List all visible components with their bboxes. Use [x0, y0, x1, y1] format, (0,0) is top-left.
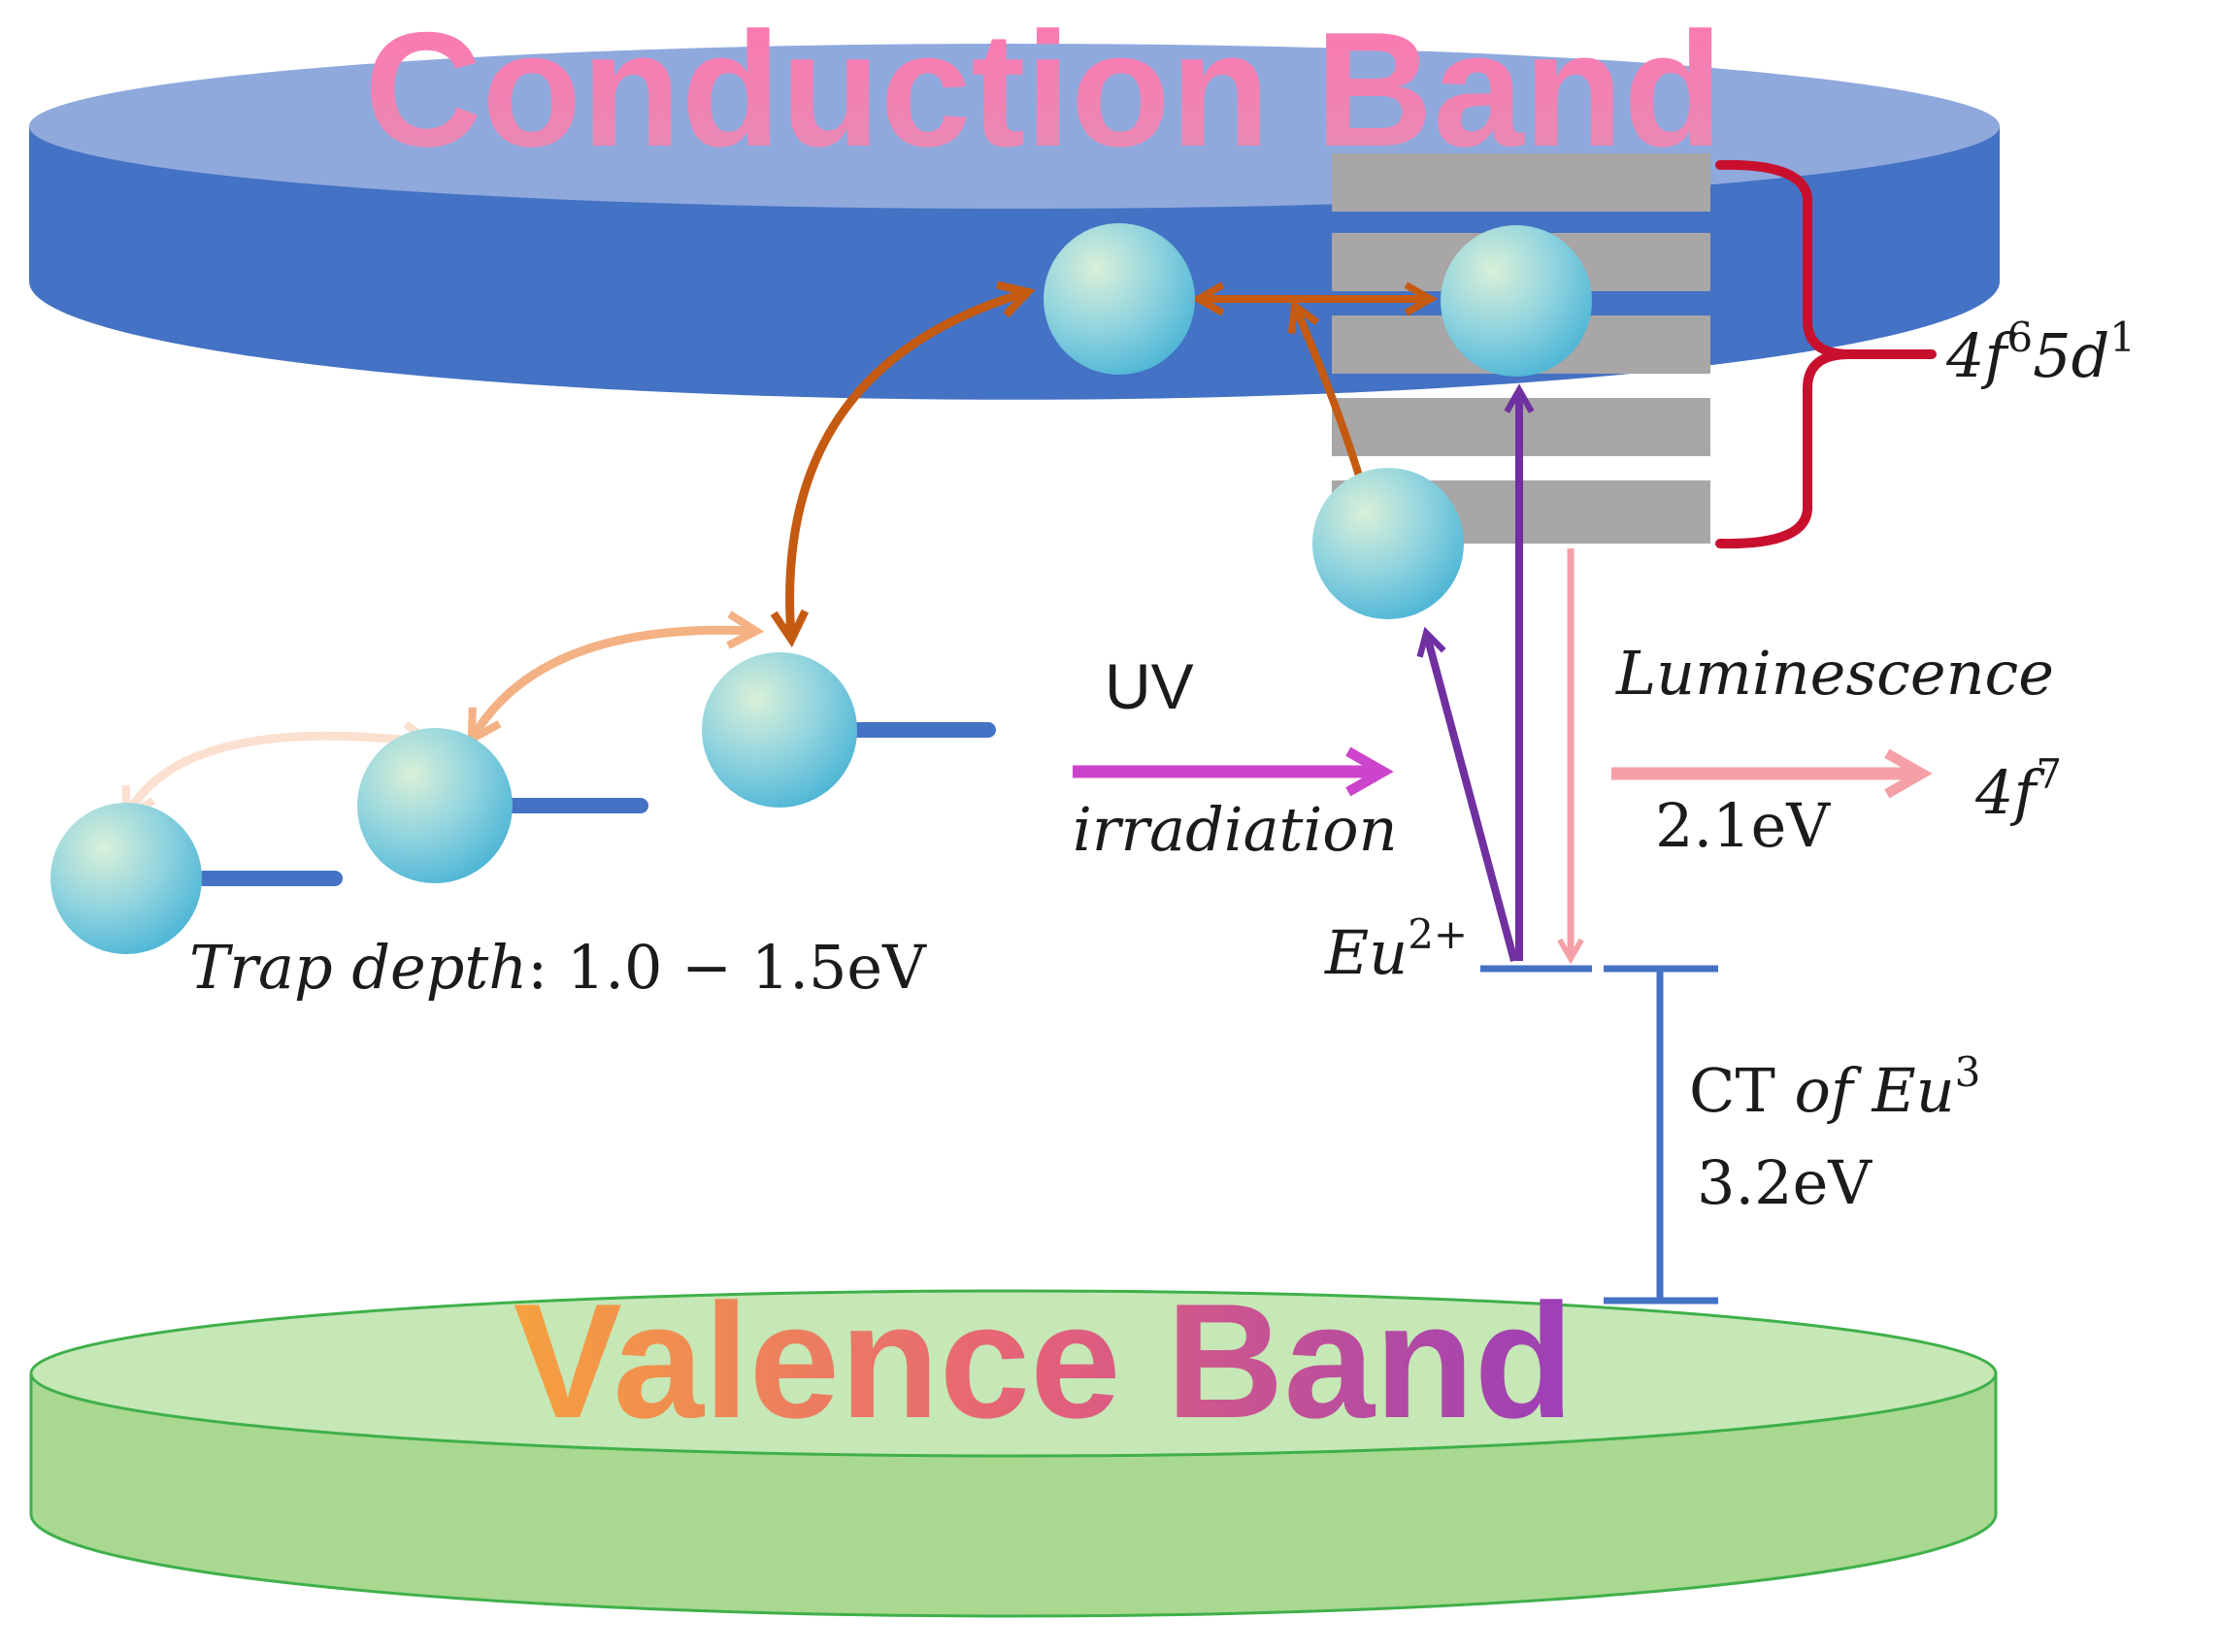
electron — [357, 728, 513, 883]
electron — [50, 803, 202, 954]
electron — [1044, 223, 1195, 375]
valence-band-label: Valence Band — [514, 1270, 1575, 1452]
luminescence-label: Luminescence — [1615, 638, 2054, 709]
orange-double-arrow — [467, 611, 765, 746]
uv-label: UV — [1105, 650, 1194, 722]
purple-excitation-arrow-diagonal — [1416, 626, 1518, 963]
peach-double-arrow — [121, 720, 440, 824]
irradiation-label: irradiation — [1073, 794, 1398, 865]
electron — [1441, 225, 1592, 377]
excited-state-label: 4f65d1 — [1945, 314, 2136, 391]
brace — [1715, 159, 1937, 549]
gray-level — [1332, 153, 1710, 212]
valence-band: Valence Band — [29, 1270, 1998, 1618]
conduction-band-label: Conduction Band — [364, 0, 1723, 181]
ground-state-label: 4f7 — [1974, 750, 2062, 828]
eu2-label: Eu2+ — [1324, 910, 1468, 988]
luminescence-energy-label: 2.1eV — [1655, 790, 1831, 861]
ct-energy-label: 3.2eV — [1697, 1147, 1873, 1218]
electron — [702, 652, 857, 808]
brown-double-arrow — [770, 281, 1036, 648]
valence-band-top — [29, 1289, 1998, 1458]
trap-depth-label: Trap depth: 1.0 − 1.5eV — [189, 932, 927, 1003]
brown-up-arrow — [1287, 299, 1363, 478]
ct-label: CT of Eu3 — [1689, 1048, 1980, 1126]
electron — [1312, 468, 1464, 619]
